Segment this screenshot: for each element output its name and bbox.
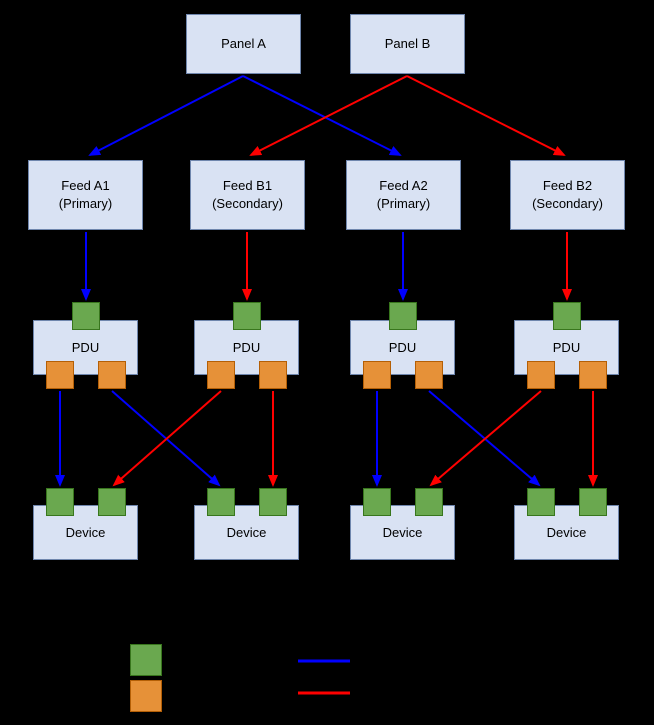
feed-a2-role: (Primary) (376, 196, 431, 211)
arrow-pdu-3-to-device-4 (428, 390, 541, 487)
device-1-label: Device (65, 524, 106, 540)
feed-a1-name: Feed A1 (61, 178, 110, 193)
feed-b1-box: Feed B1 (Secondary) (190, 160, 305, 230)
feed-a1-role: (Primary) (58, 196, 113, 211)
pdu-4-output-port-right-icon (579, 361, 607, 389)
device-2-input-port-left-icon (207, 488, 235, 516)
device-1-input-port-right-icon (98, 488, 126, 516)
device-4-input-port-right-icon (579, 488, 607, 516)
panel-a-label: Panel A (221, 36, 266, 51)
feed-a1-box: Feed A1 (Primary) (28, 160, 143, 230)
device-2-input-port-right-icon (259, 488, 287, 516)
pdu-3-output-port-left-icon (363, 361, 391, 389)
pdu-3-output-port-right-icon (415, 361, 443, 389)
pdu-3-label: PDU (388, 339, 417, 355)
device-4-label: Device (546, 524, 587, 540)
feed-b1-name: Feed B1 (222, 178, 273, 193)
device-1-input-port-left-icon (46, 488, 74, 516)
arrow-panel-a-to-feed-a2 (242, 75, 402, 156)
feed-b1-role: (Secondary) (212, 196, 283, 211)
device-3-input-port-right-icon (415, 488, 443, 516)
legend-output-port-swatch-icon (130, 680, 162, 712)
pdu-2-output-port-left-icon (207, 361, 235, 389)
device-3-label: Device (382, 524, 423, 540)
pdu-4-output-port-left-icon (527, 361, 555, 389)
feed-b2-role: (Secondary) (532, 196, 603, 211)
arrow-pdu-1-to-device-2 (111, 390, 221, 487)
pdu-3-input-port-icon (389, 302, 417, 330)
arrow-pdu-2-to-device-1 (112, 390, 222, 487)
device-2-label: Device (226, 524, 267, 540)
pdu-4-input-port-icon (553, 302, 581, 330)
pdu-4-label: PDU (552, 339, 581, 355)
feed-b2-name: Feed B2 (542, 178, 593, 193)
device-4-input-port-left-icon (527, 488, 555, 516)
arrow-panel-b-to-feed-b2 (406, 75, 566, 156)
feed-a2-name: Feed A2 (379, 178, 428, 193)
feed-a2-box: Feed A2 (Primary) (346, 160, 461, 230)
device-3-input-port-left-icon (363, 488, 391, 516)
pdu-1-output-port-right-icon (98, 361, 126, 389)
pdu-2-input-port-icon (233, 302, 261, 330)
arrow-panel-a-to-feed-a1 (88, 75, 244, 156)
pdu-2-output-port-right-icon (259, 361, 287, 389)
feed-b2-box: Feed B2 (Secondary) (510, 160, 625, 230)
pdu-1-label: PDU (71, 339, 100, 355)
panel-b-box: Panel B (350, 14, 465, 74)
panel-a-box: Panel A (186, 14, 301, 74)
pdu-1-output-port-left-icon (46, 361, 74, 389)
pdu-1-input-port-icon (72, 302, 100, 330)
legend-input-port-swatch-icon (130, 644, 162, 676)
panel-b-label: Panel B (384, 36, 431, 51)
arrow-panel-b-to-feed-b1 (249, 75, 408, 156)
pdu-2-label: PDU (232, 339, 261, 355)
arrow-pdu-4-to-device-3 (429, 390, 542, 487)
